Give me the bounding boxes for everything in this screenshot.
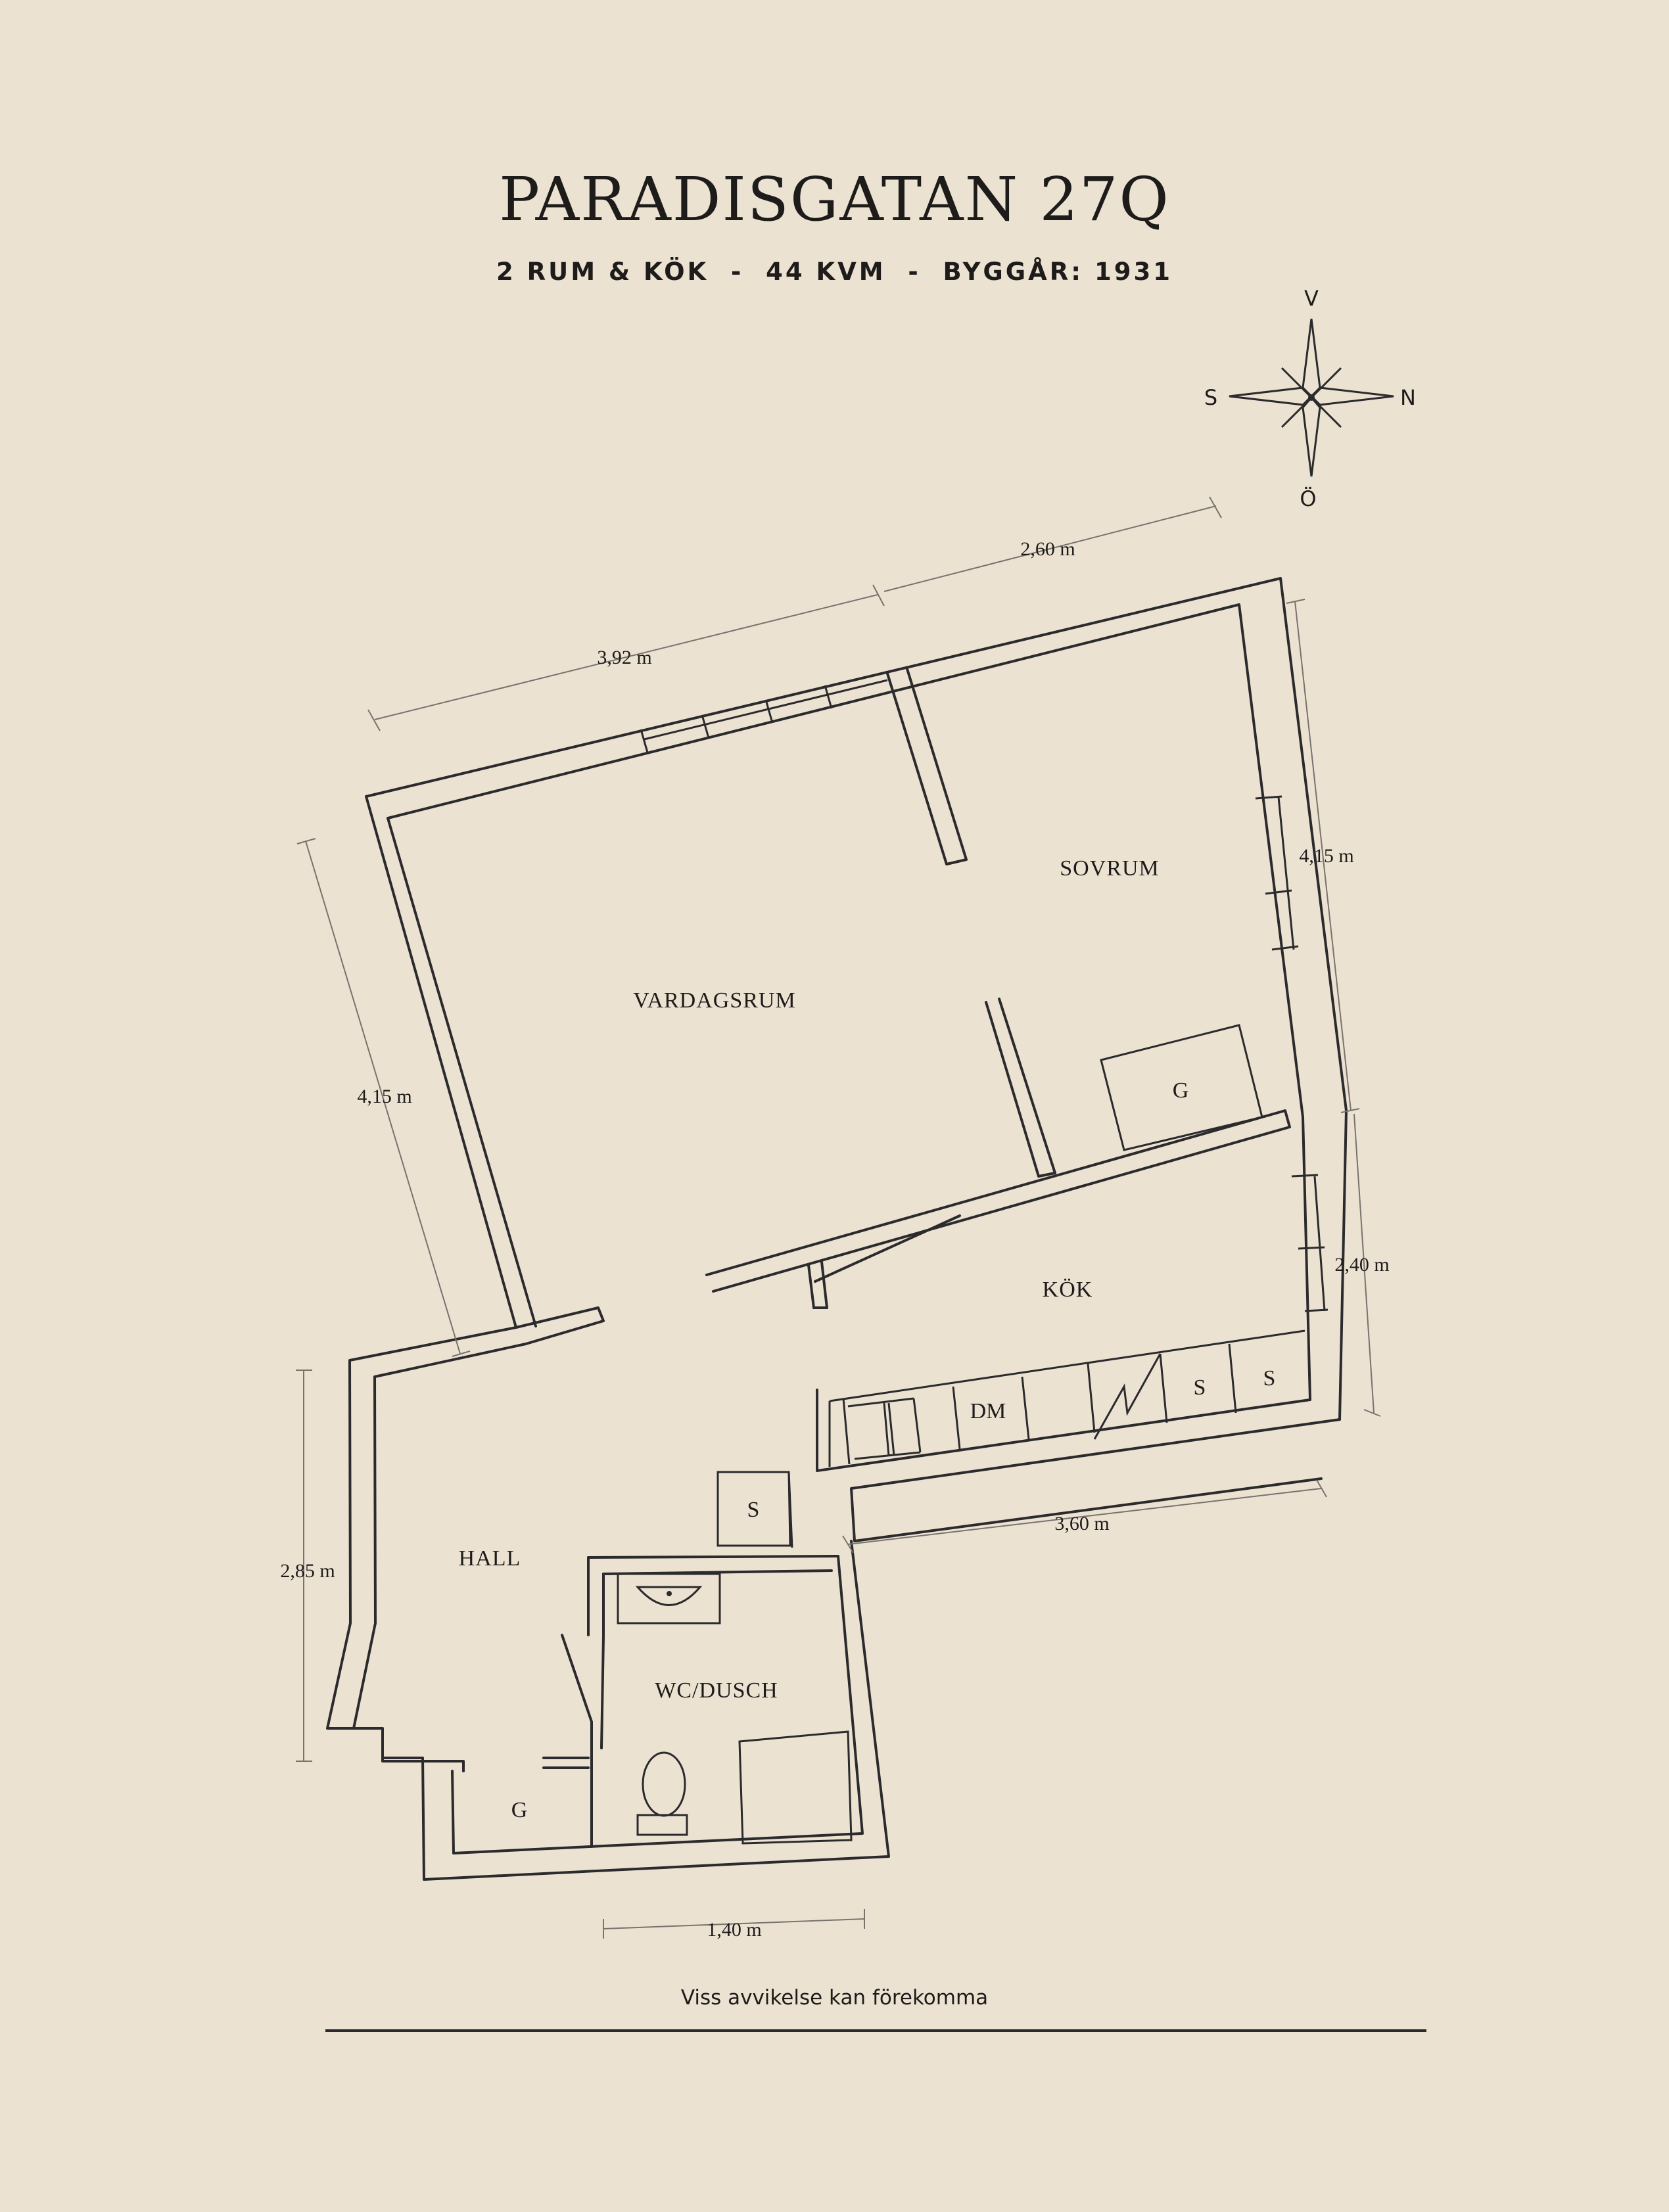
dimension-label-right-lower: 2,40 m xyxy=(1334,1254,1389,1276)
dimension-label-top-left: 3,92 m xyxy=(597,647,651,668)
dimension-label-kitchen-bottom: 3,60 m xyxy=(1054,1513,1109,1534)
fixture-label-s-hall: S xyxy=(747,1498,760,1522)
dimension-label-right-upper: 4,15 m xyxy=(1299,845,1353,867)
fixture-label-s-kok-1: S xyxy=(1194,1375,1206,1400)
compass-rose-icon: V Ö S N xyxy=(1204,286,1416,511)
fixture-label-g-sovrum: G xyxy=(1173,1078,1189,1103)
sovrum-wardrobe xyxy=(1100,1024,1263,1151)
hall-wc-interior xyxy=(542,1471,853,1848)
fixture-label-dm: DM xyxy=(970,1399,1006,1423)
dimension-lines xyxy=(296,496,1381,1939)
dimension-label-bottom: 1,40 m xyxy=(707,1919,761,1941)
room-label-kok: KÖK xyxy=(1043,1278,1093,1302)
dimension-label-top-right: 2,60 m xyxy=(1020,538,1075,560)
kitchen-counter xyxy=(828,1329,1305,1467)
room-label-sovrum: SOVRUM xyxy=(1060,856,1159,881)
compass-south-label: Ö xyxy=(1300,486,1316,511)
page-title: PARADISGATAN 27Q xyxy=(499,164,1170,235)
room-label-wc: WC/DUSCH xyxy=(655,1678,778,1703)
exterior-walls xyxy=(326,577,1348,1881)
fixture-label-s-kok-2: S xyxy=(1263,1366,1276,1391)
fixture-label-g-hall: G xyxy=(511,1798,528,1822)
compass-east-label: N xyxy=(1400,385,1416,410)
dimension-label-left: 4,15 m xyxy=(357,1086,411,1107)
disclaimer-text: Viss avvikelse kan förekomma xyxy=(680,1986,989,2010)
compass-north-label: V xyxy=(1304,286,1319,311)
room-label-vardagsrum: VARDAGSRUM xyxy=(633,988,795,1013)
room-label-hall: HALL xyxy=(459,1546,521,1571)
dimension-label-hall-left: 2,85 m xyxy=(280,1560,335,1582)
page-subtitle: 2 RUM & KÖK - 44 KVM - BYGGÅR: 1931 xyxy=(496,258,1173,286)
compass-west-label: S xyxy=(1204,385,1217,410)
